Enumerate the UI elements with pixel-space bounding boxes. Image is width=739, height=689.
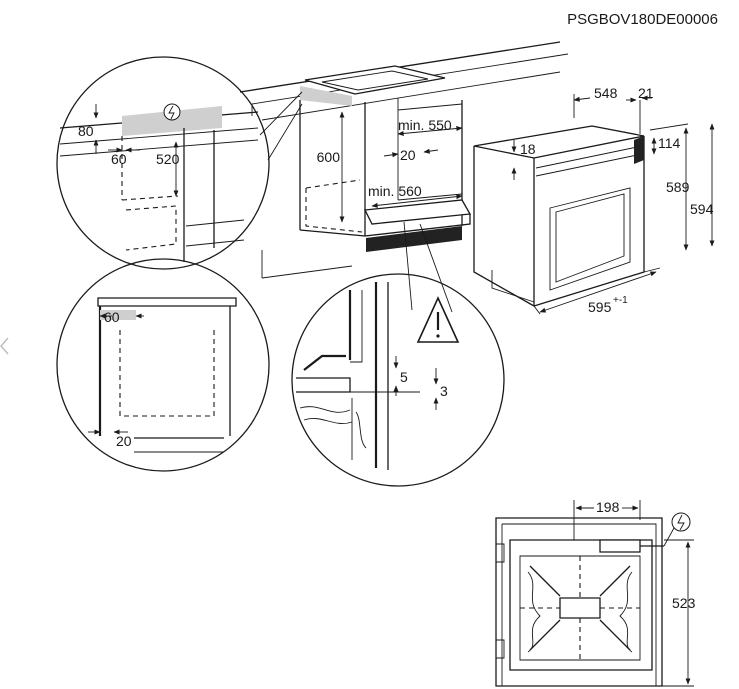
svg-text:595: 595 [588,299,612,315]
oven-unit [473,125,645,307]
svg-text:min. 550: min. 550 [398,117,452,133]
svg-text:20: 20 [116,433,132,449]
callout-line-plinth-2 [419,223,453,313]
svg-text:+-1: +-1 [613,295,628,306]
dim-rear-width: 198 [573,499,641,540]
svg-text:520: 520 [156,151,180,167]
dim-panel-offset: 18 [511,140,536,180]
callout-line-socket [259,91,303,136]
svg-text:548: 548 [594,85,618,101]
detail-circle-socket: 80 60 520 [56,56,270,270]
cabinet-worktop [239,41,569,279]
svg-text:80: 80 [78,123,94,139]
svg-text:18: 18 [520,141,536,157]
dim-cutout-height: 600 [317,111,345,223]
dim-cutout-width: min. 560 [368,183,463,208]
document-code: PSGBOV180DE00006 [567,11,718,28]
dim-oven-width: 595 +-1 [533,267,661,315]
svg-text:60: 60 [111,151,127,167]
svg-text:20: 20 [400,147,416,163]
dim-rear-gap: 20 [383,147,439,163]
electric-plug-icon-rear [663,512,691,547]
svg-text:21: 21 [638,85,654,101]
svg-text:5: 5 [400,369,408,385]
svg-text:min. 560: min. 560 [368,183,422,199]
svg-text:3: 3 [440,383,448,399]
svg-text:114: 114 [658,135,681,151]
svg-text:523: 523 [672,595,696,611]
svg-text:589: 589 [666,179,690,195]
dim-cutout-depth: min. 550 [397,117,463,136]
svg-text:600: 600 [317,149,341,165]
svg-text:60: 60 [104,309,120,325]
detail-circle-side-gap: 60 20 [56,258,270,472]
callout-line-plinth [403,221,413,311]
svg-text:594: 594 [690,201,714,217]
dim-oven-height: 589 594 114 [649,123,715,251]
callout-line-socket-2 [267,103,303,161]
chevron-left-icon[interactable] [0,337,9,355]
electric-plug-icon [163,103,181,121]
oven-rear-view [495,517,664,687]
detail-circle-plinth: 5 3 [291,273,505,487]
svg-text:198: 198 [596,499,620,515]
dim-oven-depth: 548 21 [573,85,654,134]
dim-rear-height: 523 [662,539,696,687]
warning-triangle-icon [416,296,460,343]
